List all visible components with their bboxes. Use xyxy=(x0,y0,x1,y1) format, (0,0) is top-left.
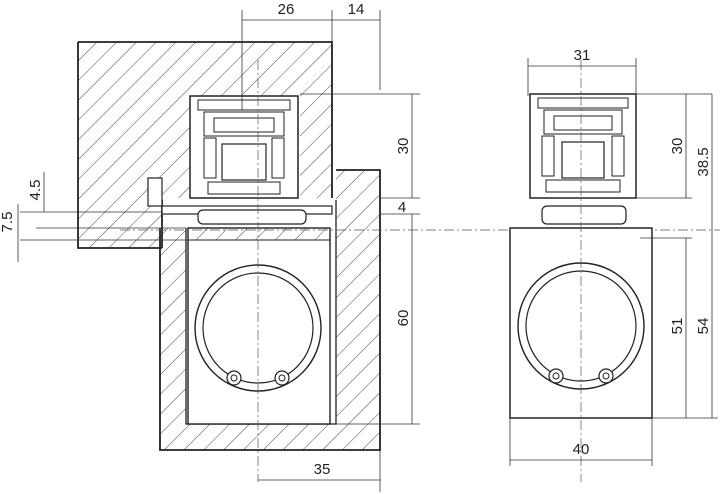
dim-26-label: 26 xyxy=(278,1,295,18)
dim-35: 35 xyxy=(258,450,381,492)
dim-40-label: 40 xyxy=(573,441,590,458)
hinge-body-section xyxy=(187,227,331,425)
hinge-mechanism-side xyxy=(529,93,637,225)
dim-38-5-label: 38.5 xyxy=(695,147,712,176)
dim-14-label: 14 xyxy=(348,1,365,18)
dim-30-left-label: 30 xyxy=(395,138,412,155)
dim-4-left: 4 xyxy=(380,197,420,216)
section-view: 26 14 30 4 60 4.5 xyxy=(0,1,420,492)
dim-51-label: 51 xyxy=(669,318,686,335)
dim-30-right-label: 30 xyxy=(669,138,686,155)
dim-31: 31 xyxy=(527,47,637,96)
dim-4-label: 4 xyxy=(398,199,406,216)
dim-40: 40 xyxy=(509,418,653,466)
dim-60-label: 60 xyxy=(395,310,412,327)
hinge-mechanism-section xyxy=(147,95,333,225)
dim-30-right: 30 xyxy=(636,93,712,199)
dim-26: 26 xyxy=(241,1,333,110)
dim-35-label: 35 xyxy=(314,461,331,478)
dim-31-label: 31 xyxy=(574,47,591,64)
dim-60: 60 xyxy=(336,214,420,425)
side-view: 31 30 38.5 51 54 40 xyxy=(509,47,718,482)
dim-30-left: 30 xyxy=(300,93,420,198)
dim-4-5-label: 4.5 xyxy=(27,180,44,201)
dim-14: 14 xyxy=(332,1,381,90)
dim-7-5-label: 7.5 xyxy=(0,212,16,233)
dim-54: 54 xyxy=(695,230,713,418)
dim-38-5: 38.5 xyxy=(695,94,713,230)
dim-4-5: 4.5 xyxy=(20,172,186,229)
dim-51: 51 xyxy=(640,237,718,419)
dim-7-5: 7.5 xyxy=(0,204,188,262)
dim-54-label: 54 xyxy=(695,318,712,335)
